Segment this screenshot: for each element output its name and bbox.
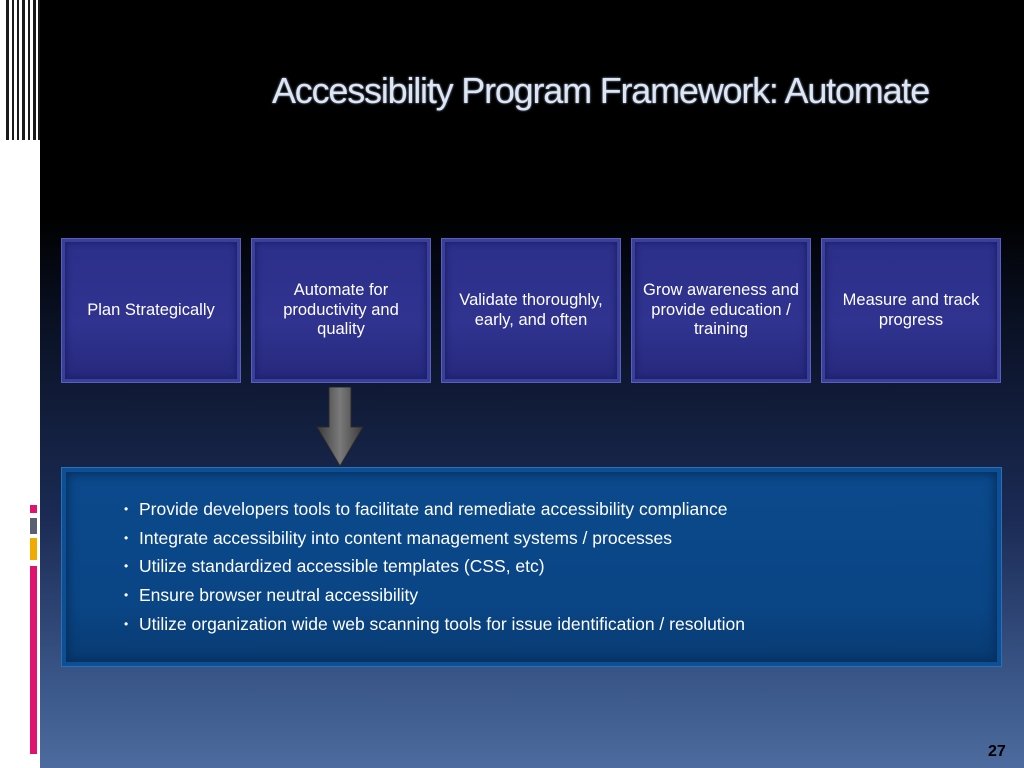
step-label: Automate for productivity and quality xyxy=(283,281,399,339)
bullet-glyph: • xyxy=(124,559,129,574)
decor-lines xyxy=(0,0,40,140)
step-grow-awareness: Grow awareness and provide education / t… xyxy=(631,238,811,383)
step-validate: Validate thoroughly, early, and often xyxy=(441,238,621,383)
bullet-text: Provide developers tools to facilitate a… xyxy=(139,499,728,519)
accent-bar-gray xyxy=(30,518,37,534)
bullet-glyph: • xyxy=(124,616,129,631)
bullet-text: Integrate accessibility into content man… xyxy=(139,527,673,548)
step-label: Validate thoroughly, early, and often xyxy=(459,291,603,329)
accent-bar-orange xyxy=(30,538,37,560)
bullet-glyph: • xyxy=(124,502,129,516)
step-label: Plan Strategically xyxy=(87,300,215,319)
slide-title: Accessibility Program Framework: Automat… xyxy=(272,70,930,111)
list-item: • Utilize standardized accessible templat… xyxy=(124,552,745,581)
bullet-text: Utilize organization wide web scanning t… xyxy=(139,613,746,634)
bullet-glyph: • xyxy=(124,588,129,603)
page-number: 27 xyxy=(988,743,1006,760)
list-item: • Ensure browser neutral accessibility xyxy=(124,581,745,610)
accent-bar-pink-top xyxy=(30,505,37,513)
step-automate: Automate for productivity and quality xyxy=(251,238,431,383)
list-item: • Provide developers tools to facilitate … xyxy=(124,495,745,524)
step-label: Grow awareness and provide education / t… xyxy=(643,281,799,339)
down-arrow-icon xyxy=(316,387,364,467)
list-item: • Integrate accessibility into content ma… xyxy=(124,524,745,553)
bullet-text: Utilize standardized accessible template… xyxy=(139,556,545,577)
automate-details-panel xyxy=(61,467,1002,667)
left-decor-strip xyxy=(0,0,40,768)
automate-bullet-list: • Provide developers tools to facilitate … xyxy=(124,495,745,639)
list-item: • Utilize organization wide web scanning … xyxy=(124,610,745,639)
step-plan-strategically: Plan Strategically xyxy=(61,238,241,383)
bullet-text: Ensure browser neutral accessibility xyxy=(139,585,419,606)
step-measure: Measure and track progress xyxy=(821,238,1001,383)
step-label: Measure and track progress xyxy=(842,291,980,329)
bullet-glyph: • xyxy=(124,530,129,545)
accent-bar-pink xyxy=(30,566,37,754)
